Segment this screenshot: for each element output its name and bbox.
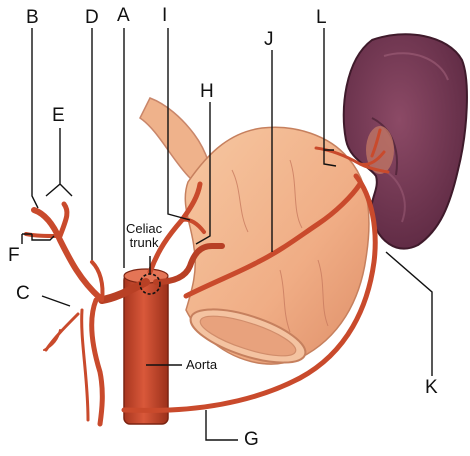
celiac-trunk-line1: Celiac: [126, 221, 163, 236]
common-hepatic-artery: [98, 278, 150, 304]
aorta: [123, 268, 169, 425]
label-b: B: [26, 7, 39, 28]
arteries: [24, 128, 390, 427]
label-a: A: [117, 5, 130, 26]
celiac-trunk-line2: trunk: [129, 234, 159, 250]
leader-lines: [21, 28, 433, 441]
spleen: [342, 33, 468, 250]
aorta-label: Aorta: [186, 357, 218, 372]
label-k: K: [425, 377, 438, 398]
celiac-trunk-label: Celiac trunk: [126, 222, 162, 249]
gastroduodenal-artery: [89, 297, 105, 427]
label-d: D: [85, 7, 99, 28]
proper-hepatic-artery: [31, 207, 103, 301]
label-c: C: [16, 283, 30, 304]
label-f: F: [8, 245, 20, 266]
stomach: [184, 126, 370, 365]
gastroepiploic-left: [183, 181, 363, 299]
short-gastric-arteries: [314, 128, 390, 174]
gastroepiploic-right: [121, 173, 378, 413]
label-l: L: [316, 7, 327, 28]
label-g: G: [244, 429, 259, 450]
label-h: H: [200, 81, 214, 102]
splenic-artery: [153, 243, 225, 285]
label-i: I: [162, 5, 168, 26]
label-j: J: [264, 29, 274, 50]
label-e: E: [52, 105, 65, 126]
